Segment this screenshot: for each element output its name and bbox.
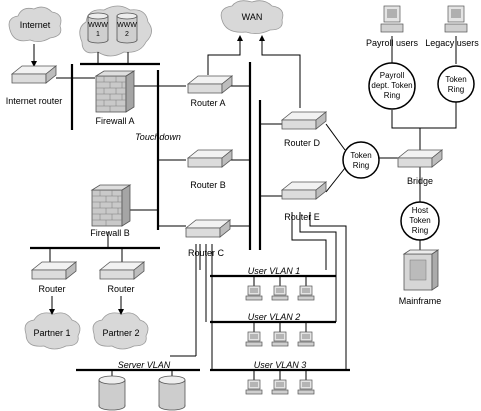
- router-c-label: Router C: [188, 248, 225, 258]
- partner1-label: Partner 1: [33, 328, 70, 338]
- connections: [30, 35, 457, 380]
- vlan3-pcs: [245, 379, 315, 395]
- router-b: Router B: [187, 149, 233, 190]
- internet-router-label: Internet router: [6, 96, 63, 106]
- partner-router-1-icon: [31, 261, 77, 280]
- internet-cloud: Internet: [8, 6, 62, 42]
- payroll-users-label: Payroll users: [366, 38, 419, 48]
- center-ring-label-1: Token: [350, 151, 371, 160]
- server-disk-icon: [158, 375, 186, 411]
- firewall-a: Firewall A: [95, 70, 135, 126]
- mainframe-label: Mainframe: [399, 296, 442, 306]
- payroll-ring-label-2: dept. Token: [371, 81, 412, 90]
- user-vlan2-label: User VLAN 2: [248, 312, 301, 322]
- pc-icon: [245, 331, 263, 347]
- user-vlan1-label: User VLAN 1: [248, 266, 301, 276]
- router-e-label: Router E: [284, 212, 320, 222]
- router-d-icon: [281, 111, 327, 130]
- host-ring-label-3: Ring: [412, 226, 428, 235]
- router-c: Router C: [185, 219, 231, 258]
- legacy-ring-label-1: Token: [445, 75, 466, 84]
- firewall-b-icon: [91, 184, 131, 227]
- center-ring-label-2: Ring: [353, 161, 369, 170]
- firewall-a-label: Firewall A: [95, 116, 134, 126]
- internet-label: Internet: [20, 20, 51, 30]
- router-a: Router A: [187, 75, 233, 108]
- pc-icon: [271, 285, 289, 301]
- partner-router-2-label: Router: [107, 284, 134, 294]
- router-a-label: Router A: [190, 98, 225, 108]
- router-d-label: Router D: [284, 138, 321, 148]
- mainframe-icon: [402, 249, 440, 291]
- pc-icon: [297, 331, 315, 347]
- router-c-icon: [185, 219, 231, 238]
- bridge: Bridge: [397, 149, 443, 186]
- legacy-ring-label-2: Ring: [448, 85, 464, 94]
- partner2-label: Partner 2: [102, 328, 139, 338]
- pc-icon: [271, 331, 289, 347]
- wan-cloud: WAN: [220, 0, 284, 34]
- www1-number: 1: [96, 31, 100, 38]
- payroll-ring-label-3: Ring: [384, 91, 400, 100]
- firewall-b: Firewall B: [90, 184, 131, 238]
- partner-router-2: Router: [99, 261, 145, 294]
- internet-router-icon: [11, 65, 57, 84]
- host-ring-label-2: Token: [409, 216, 430, 225]
- partner-router-1-label: Router: [38, 284, 65, 294]
- vlan1-pcs: [245, 285, 315, 301]
- router-e: Router E: [281, 181, 327, 222]
- server-disk-icon: [98, 375, 126, 411]
- router-b-label: Router B: [190, 180, 226, 190]
- server-vlan-label: Server VLAN: [118, 360, 171, 370]
- wan-label: WAN: [242, 12, 263, 22]
- pc-icon: [245, 379, 263, 395]
- payroll-ring-label-1: Payroll: [380, 71, 405, 80]
- user-vlan3-label: User VLAN 3: [254, 360, 307, 370]
- payroll-workstation-icon: [380, 5, 404, 33]
- partner1-cloud: Partner 1: [24, 312, 81, 350]
- pc-icon: [271, 379, 289, 395]
- router-b-icon: [187, 149, 233, 168]
- router-a-icon: [187, 75, 233, 94]
- server-vlan-disks: [98, 375, 186, 411]
- www1-label: WWW: [88, 22, 108, 29]
- bridge-icon: [397, 149, 443, 168]
- bridge-label: Bridge: [407, 176, 433, 186]
- www2-number: 2: [125, 31, 129, 38]
- touchdown-label: Touchdown: [135, 132, 181, 142]
- center-token-ring: Token Ring: [342, 141, 380, 179]
- payroll-token-ring: Payroll dept. Token Ring: [368, 62, 416, 110]
- legacy-token-ring: Token Ring: [437, 65, 475, 103]
- www2-label: WWW: [117, 22, 137, 29]
- router-d: Router D: [281, 111, 327, 148]
- legacy-workstation-icon: [444, 5, 468, 33]
- host-token-ring: Host Token Ring: [400, 201, 440, 241]
- firewall-b-label: Firewall B: [90, 228, 130, 238]
- payroll-users: Payroll users: [366, 5, 419, 48]
- vlan2-pcs: [245, 331, 315, 347]
- mainframe: Mainframe: [399, 249, 442, 306]
- partner-router-2-icon: [99, 261, 145, 280]
- partner-router-1: Router: [31, 261, 77, 294]
- host-ring-label-1: Host: [412, 206, 429, 215]
- partner2-cloud: Partner 2: [92, 312, 149, 350]
- legacy-users: Legacy users: [425, 5, 479, 48]
- www-cloud: WWW 1 WWW 2: [79, 5, 152, 57]
- pc-icon: [297, 379, 315, 395]
- internet-router: Internet router: [6, 65, 63, 106]
- router-e-icon: [281, 181, 327, 200]
- legacy-users-label: Legacy users: [425, 38, 479, 48]
- pc-icon: [245, 285, 263, 301]
- firewall-a-icon: [95, 70, 135, 113]
- pc-icon: [297, 285, 315, 301]
